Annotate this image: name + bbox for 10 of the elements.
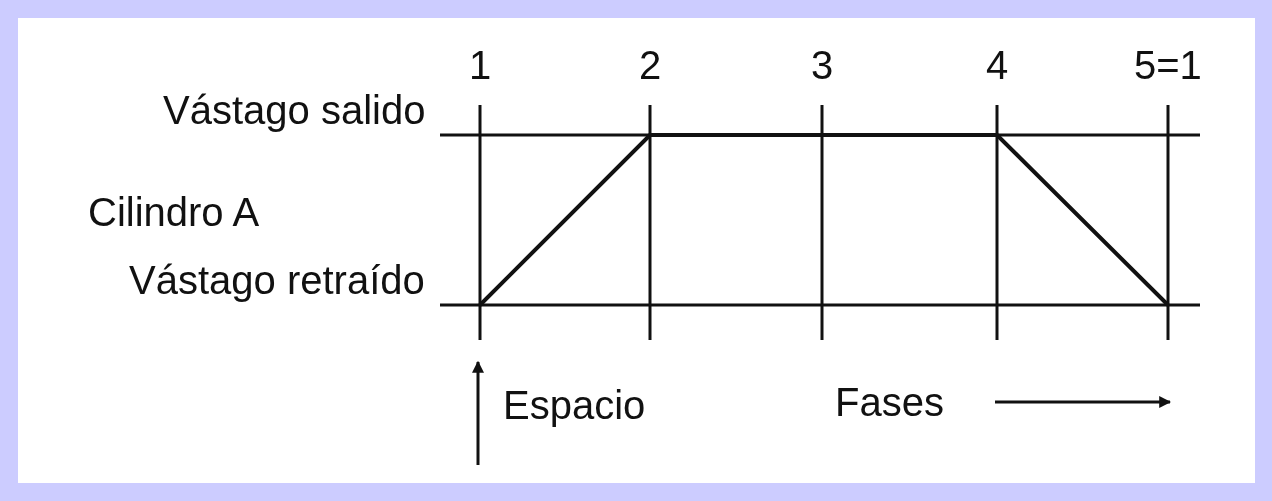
axis-label: Fases bbox=[835, 380, 944, 424]
phase-number: 4 bbox=[986, 43, 1009, 87]
phase-number: 5=1 bbox=[1134, 43, 1202, 87]
cylinder-label: Cilindro A bbox=[88, 190, 260, 234]
phase-number: 1 bbox=[469, 43, 492, 87]
axis-label: Espacio bbox=[503, 383, 646, 427]
position-label: Vástago salido bbox=[163, 88, 426, 132]
phase-number: 3 bbox=[811, 43, 834, 87]
phase-number: 2 bbox=[639, 43, 662, 87]
position-label: Vástago retraído bbox=[129, 258, 425, 302]
